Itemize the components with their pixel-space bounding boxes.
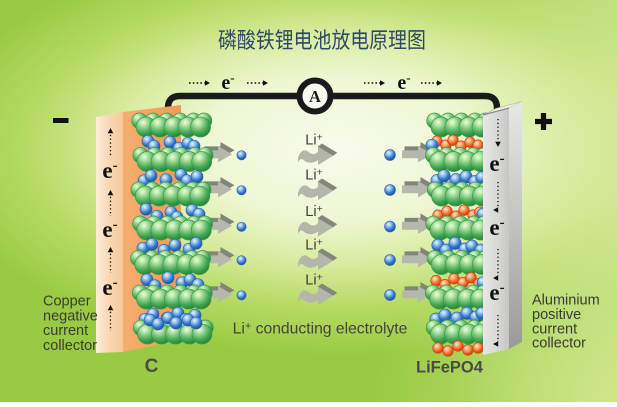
svg-text:Li+ conducting electrolyte: Li+ conducting electrolyte: [233, 321, 408, 338]
svg-text:current: current: [43, 323, 88, 339]
svg-text:collector: collector: [532, 336, 586, 352]
svg-text:Aluminium: Aluminium: [532, 293, 600, 309]
svg-text:negative: negative: [43, 308, 98, 324]
svg-text:C: C: [145, 356, 159, 377]
svg-text:Copper: Copper: [43, 294, 91, 310]
svg-text:positive: positive: [532, 307, 581, 323]
svg-text:LiFePO4: LiFePO4: [416, 359, 484, 377]
svg-text:current: current: [532, 321, 577, 337]
svg-text:collector: collector: [43, 338, 97, 354]
svg-text:A: A: [309, 87, 321, 106]
